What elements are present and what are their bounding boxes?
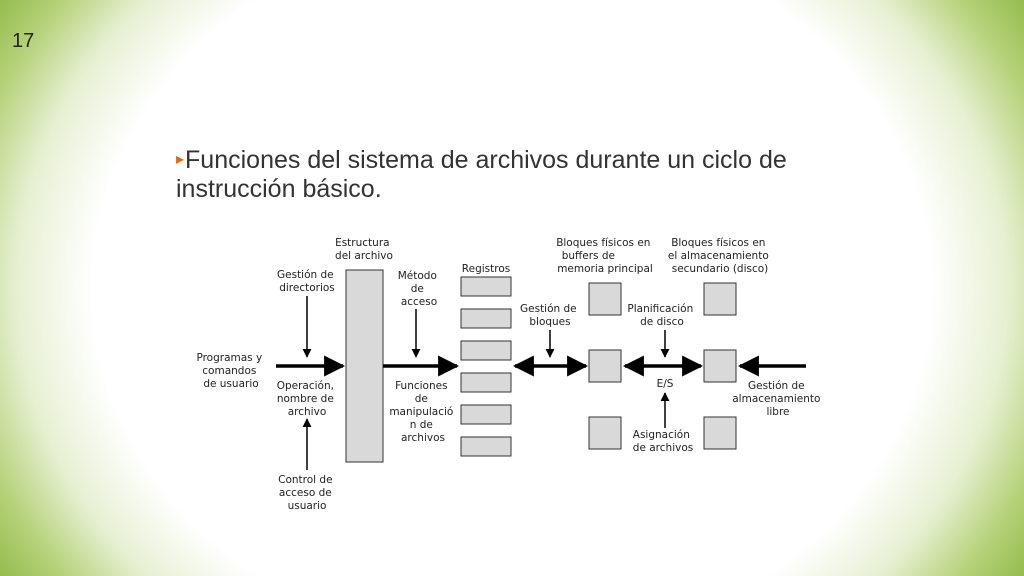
registro-box	[460, 276, 512, 297]
label-asignacion: Asignación de archivos	[633, 429, 693, 454]
title-text: Funciones del sistema de archivos durant…	[176, 146, 787, 203]
registro-box	[460, 308, 512, 329]
label-metodo-acceso: Método de acceso	[398, 270, 441, 308]
slide-title: ▸Funciones del sistema de archivos duran…	[176, 145, 836, 204]
label-programas: Programas y comandos de usuario	[196, 352, 265, 390]
bloque-disco-box	[703, 349, 737, 383]
label-bloques-secundario: Bloques físicos en el almacenamiento sec…	[668, 237, 772, 275]
bullet-triangle-icon: ▸	[176, 151, 185, 168]
bloque-memoria-box	[588, 416, 622, 450]
label-control-acceso: Control de acceso de usuario	[278, 474, 336, 512]
label-es: E/S	[657, 378, 674, 390]
registro-box	[460, 436, 512, 457]
label-gestion-directorios: Gestión de directorios	[277, 269, 337, 294]
bloque-disco-box	[703, 282, 737, 316]
label-bloques-memoria: Bloques físicos en buffers de memoria pr…	[556, 237, 654, 275]
label-operacion: Operación, nombre de archivo	[277, 380, 338, 418]
bloque-disco-box	[703, 416, 737, 450]
label-estructura: Estructura del archivo	[335, 237, 393, 262]
slide-number: 17	[12, 30, 35, 52]
registro-box	[460, 404, 512, 425]
bloque-memoria-box	[588, 282, 622, 316]
bloque-memoria-box	[588, 349, 622, 383]
label-funciones: Funciones de manipulació n de archivos	[389, 380, 456, 444]
estructura-column	[345, 269, 384, 463]
label-gestion-almacenamiento: Gestión de almacenamiento libre	[732, 380, 823, 418]
registro-box	[460, 372, 512, 393]
label-planificacion: Planificación de disco	[627, 303, 696, 328]
label-gestion-bloques: Gestión de bloques	[520, 303, 580, 328]
label-registros: Registros	[462, 263, 510, 275]
registro-box	[460, 340, 512, 361]
